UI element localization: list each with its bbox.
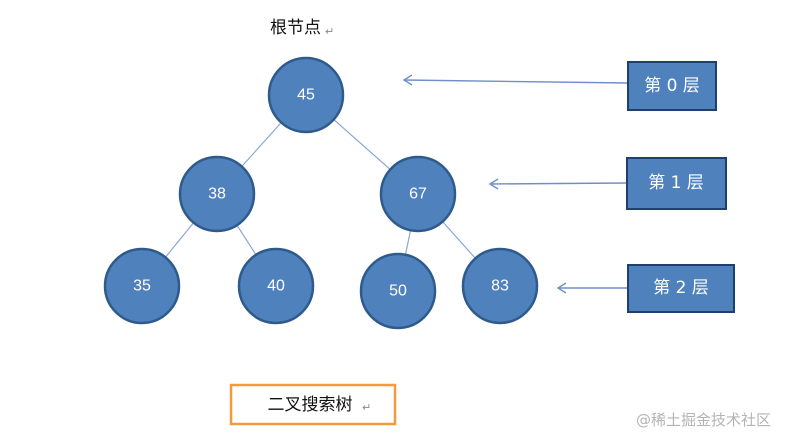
tree-node-circle — [359, 252, 437, 330]
caption-box: 二叉搜索树 — [229, 383, 397, 426]
level-0-box: 第 0 层 — [627, 61, 717, 111]
level-0-arrow — [403, 79, 629, 84]
tree-node-value: 45 — [297, 87, 315, 104]
caption-paragraph-mark-icon: ↵ — [362, 401, 371, 414]
tree-edge — [236, 224, 257, 256]
tree-node-value: 67 — [409, 186, 427, 203]
level-2-arrowhead — [556, 282, 567, 294]
level-0-arrowhead — [402, 74, 413, 86]
tree-node-35: 35 — [103, 247, 181, 325]
tree-node-circle — [237, 247, 315, 325]
tree-node-circle — [103, 247, 181, 325]
tree-node-67: 67 — [379, 155, 457, 233]
tree-node-circle — [461, 247, 539, 325]
level-2-box: 第 2 层 — [627, 264, 735, 313]
tree-edge — [404, 230, 412, 255]
tree-node-38: 38 — [178, 155, 256, 233]
level-arrows — [402, 74, 629, 294]
level-1-label: 第 1 层 — [648, 173, 704, 193]
tree-node-value: 40 — [267, 278, 285, 295]
root-node-label: 根节点 — [270, 18, 321, 38]
watermark: @稀土掘金技术社区 — [636, 411, 771, 429]
tree-edge — [164, 222, 195, 258]
tree-node-value: 83 — [491, 278, 509, 295]
tree-node-value: 35 — [133, 278, 151, 295]
caption-text: 二叉搜索树 — [268, 395, 353, 415]
tree-nodes: 45 38 67 35 40 50 83 — [103, 56, 539, 330]
tree-node-83: 83 — [461, 247, 539, 325]
level-1-arrowhead — [488, 178, 499, 190]
tree-node-value: 38 — [208, 186, 226, 203]
tree-node-circle — [379, 155, 457, 233]
tree-edge — [241, 122, 282, 167]
level-1-box: 第 1 层 — [626, 157, 727, 210]
tree-node-45: 45 — [267, 56, 345, 134]
tree-node-50: 50 — [359, 252, 437, 330]
tree-node-value: 50 — [389, 283, 407, 300]
level-0-label: 第 0 层 — [644, 76, 700, 96]
tree-edges — [164, 119, 476, 259]
level-2-label: 第 2 层 — [653, 278, 709, 298]
tree-node-circle — [178, 155, 256, 233]
tree-node-circle — [267, 56, 345, 134]
tree-edge — [442, 221, 476, 259]
tree-node-40: 40 — [237, 247, 315, 325]
paragraph-mark-icon: ↵ — [325, 25, 334, 38]
level-1-arrow — [489, 182, 628, 185]
tree-edge — [333, 119, 391, 170]
